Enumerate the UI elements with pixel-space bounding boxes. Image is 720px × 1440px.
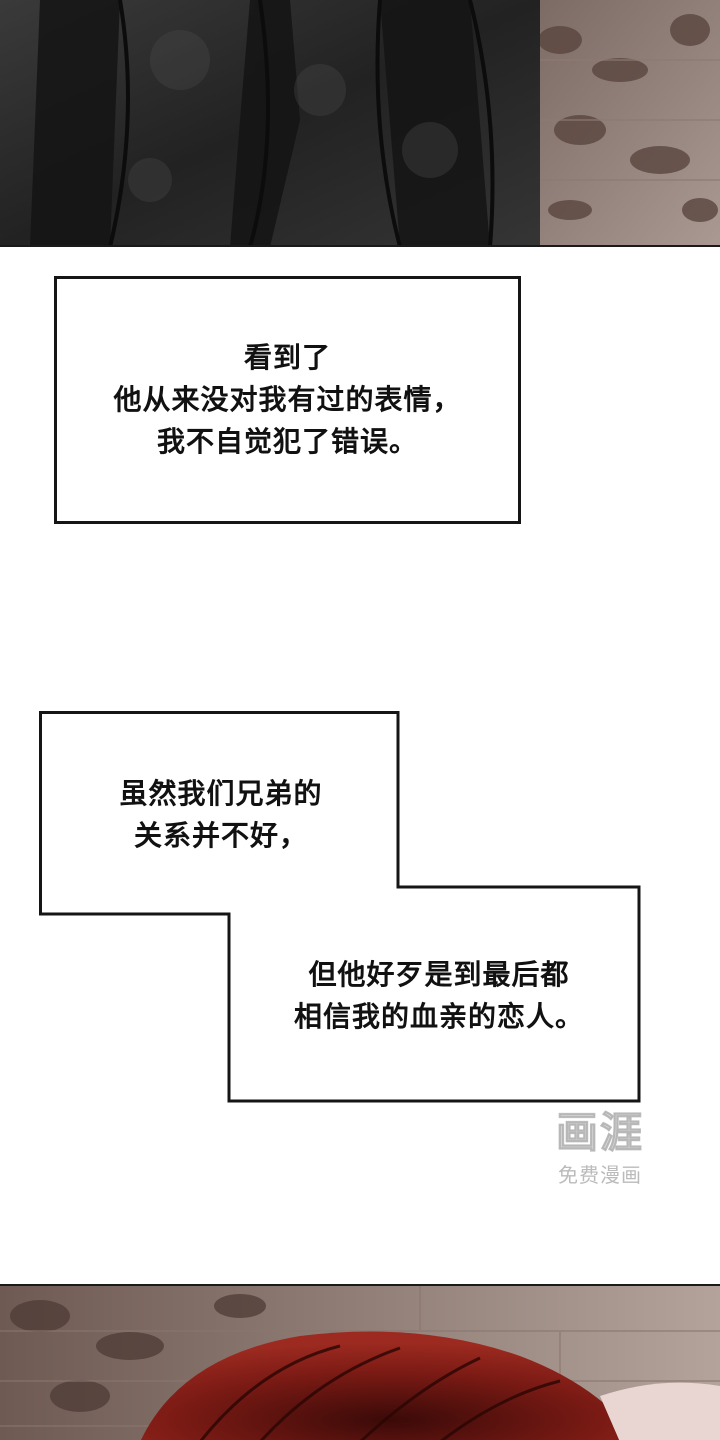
narration-line: 关系并不好，	[133, 819, 308, 852]
watermark-logo: 画涯	[555, 1108, 644, 1158]
narration-line: 他从来没对我有过的表情，	[113, 383, 462, 416]
narration-line: 但他好歹是到最后都	[308, 958, 570, 991]
narration-box-1: 看到了 他从来没对我有过的表情， 我不自觉犯了错误。	[54, 276, 521, 524]
narration-line: 我不自觉犯了错误。	[156, 425, 418, 458]
narration-line: 虽然我们兄弟的	[119, 777, 323, 810]
red-hair-illustration	[0, 1286, 720, 1440]
narration-text-upper: 虽然我们兄弟的 关系并不好，	[91, 773, 351, 857]
narration-line: 看到了	[243, 341, 331, 374]
coat-illustration	[0, 0, 720, 245]
watermark-subtitle: 免费漫画	[558, 1163, 642, 1187]
narration-box-2: 虽然我们兄弟的 关系并不好， 但他好歹是到最后都 相信我的血亲的恋人。	[39, 711, 641, 1103]
stepped-box-outline	[39, 711, 641, 1103]
top-comic-panel	[0, 0, 720, 247]
narration-line: 相信我的血亲的恋人。	[293, 1000, 584, 1033]
bottom-comic-panel	[0, 1284, 720, 1440]
narration-text-lower: 但他好歹是到最后都 相信我的血亲的恋人。	[271, 954, 607, 1038]
watermark: 画涯 免费漫画	[538, 1105, 662, 1201]
